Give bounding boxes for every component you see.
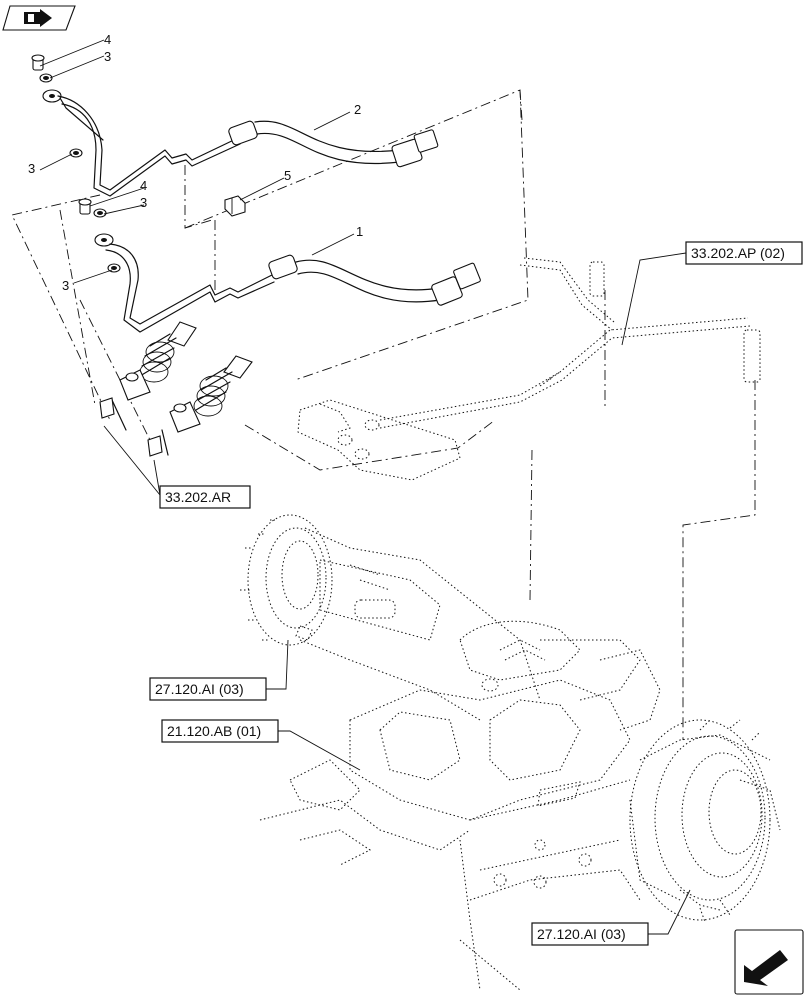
ref-27-120-ai-lower[interactable]: 27.120.AI (03) [531, 922, 649, 946]
brake-pipe-1 [105, 243, 481, 333]
callout-3-left-lower: 3 [62, 278, 69, 293]
phantom-lines [11, 89, 756, 740]
lower-banjo-fitting [94, 233, 121, 273]
brake-pipe-2 [57, 95, 439, 197]
lower-banjo-bolt [78, 198, 107, 218]
callout-4-upper: 4 [104, 32, 111, 47]
svg-text:21.120.AB (01): 21.120.AB (01) [167, 723, 261, 739]
leader-lines [39, 39, 691, 935]
upper-banjo-bolt [31, 54, 53, 83]
svg-text:27.120.AI (03): 27.120.AI (03) [155, 681, 244, 697]
svg-text:33.202.AR: 33.202.AR [165, 489, 231, 505]
pipe-clip-5 [224, 195, 246, 217]
callout-4-lower: 4 [140, 178, 147, 193]
left-axle-housing [240, 514, 541, 721]
callout-labels: 4 3 2 3 4 3 5 1 3 [28, 32, 363, 293]
callout-3-left-upper: 3 [28, 161, 35, 176]
callout-2: 2 [354, 102, 361, 117]
callout-3-lower: 3 [140, 195, 147, 210]
svg-text:27.120.AI (03): 27.120.AI (03) [537, 926, 626, 942]
right-wheel-hub [629, 719, 781, 923]
ref-21-120-ab[interactable]: 21.120.AB (01) [161, 719, 279, 743]
mounting-bracket [297, 257, 761, 481]
callout-5: 5 [284, 168, 291, 183]
ref-27-120-ai-upper[interactable]: 27.120.AI (03) [149, 677, 267, 701]
svg-text:33.202.AP (02): 33.202.AP (02) [691, 245, 785, 261]
ref-33-202-ap[interactable]: 33.202.AP (02) [685, 241, 803, 265]
book-arrow-icon[interactable] [2, 5, 76, 31]
next-page-arrow-icon[interactable] [734, 929, 804, 995]
ref-33-202-ar[interactable]: 33.202.AR [159, 485, 251, 509]
brake-cylinder-upper [99, 321, 197, 431]
callout-3-upper: 3 [104, 49, 111, 64]
center-housing [259, 620, 661, 991]
callout-1: 1 [356, 224, 363, 239]
upper-banjo-fitting [42, 89, 104, 158]
brake-cylinder-lower [147, 355, 253, 457]
